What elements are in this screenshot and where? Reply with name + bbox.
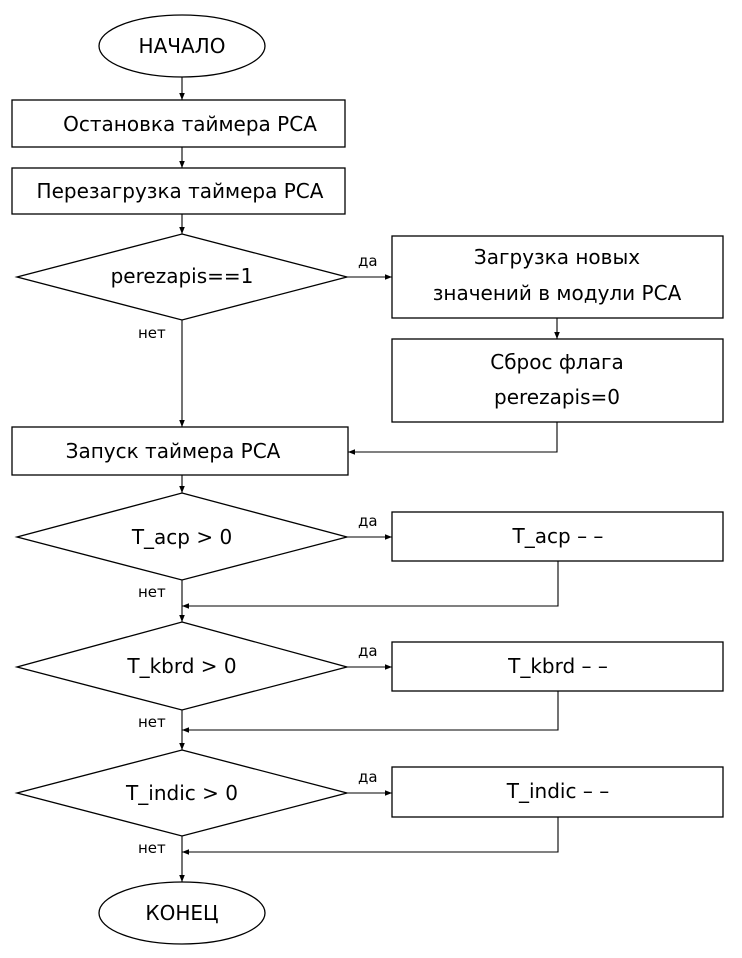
decision-perezapis-label: perezapis==1 [111, 264, 254, 288]
dec-acp-box [391, 511, 724, 562]
no-label-kbrd: нет [138, 713, 166, 731]
connectors [179, 77, 560, 882]
yes-label-kbrd: да [358, 642, 378, 660]
dec-acp-label: T_acp – – [512, 524, 604, 548]
reset-flag-box [391, 338, 724, 423]
reset-flag-line2: perezapis=0 [494, 385, 620, 409]
dec-indic-box [391, 766, 724, 818]
stop-timer-box [11, 99, 346, 148]
decision-acp [14, 492, 350, 581]
connector-reset-start [348, 422, 558, 455]
reset-flag-line1: Сброс флага [490, 350, 624, 374]
no-label-acp: нет [138, 583, 166, 601]
no-label-perezapis: нет [138, 324, 166, 342]
decision-kbrd-label: T_kbrd > 0 [126, 654, 236, 678]
end-label: КОНЕЦ [145, 901, 218, 925]
decision-perezapis [14, 233, 350, 321]
start-label: НАЧАЛО [139, 34, 226, 58]
end-terminator [98, 881, 266, 945]
yes-label-acp: да [358, 512, 378, 530]
decision-indic-label: T_indic > 0 [125, 781, 238, 805]
connector-indic-merge [182, 817, 559, 855]
decision-acp-label: T_acp > 0 [131, 525, 232, 549]
dec-kbrd-box [391, 641, 724, 692]
dec-indic-label: T_indic – – [506, 779, 609, 803]
no-label-indic: нет [138, 839, 166, 857]
connector-kbrd-merge [182, 691, 559, 733]
yes-label-indic: да [358, 768, 378, 786]
load-values-box [391, 235, 724, 319]
start-timer-box [11, 426, 349, 476]
yes-label-perezapis: да [358, 252, 378, 270]
decision-kbrd [14, 621, 350, 711]
reload-timer-label: Перезагрузка таймера PCA [37, 179, 324, 203]
stop-timer-label: Остановка таймера PCA [63, 112, 317, 136]
dec-kbrd-label: T_kbrd – – [507, 654, 608, 678]
start-terminator [98, 14, 266, 78]
load-values-line1: Загрузка новых [474, 245, 640, 269]
load-values-line2: значений в модули PCA [433, 281, 682, 305]
reload-timer-box [11, 167, 346, 215]
decision-indic [14, 749, 350, 837]
start-timer-label: Запуск таймера PCA [66, 439, 281, 463]
connector-acp-merge [182, 561, 559, 609]
